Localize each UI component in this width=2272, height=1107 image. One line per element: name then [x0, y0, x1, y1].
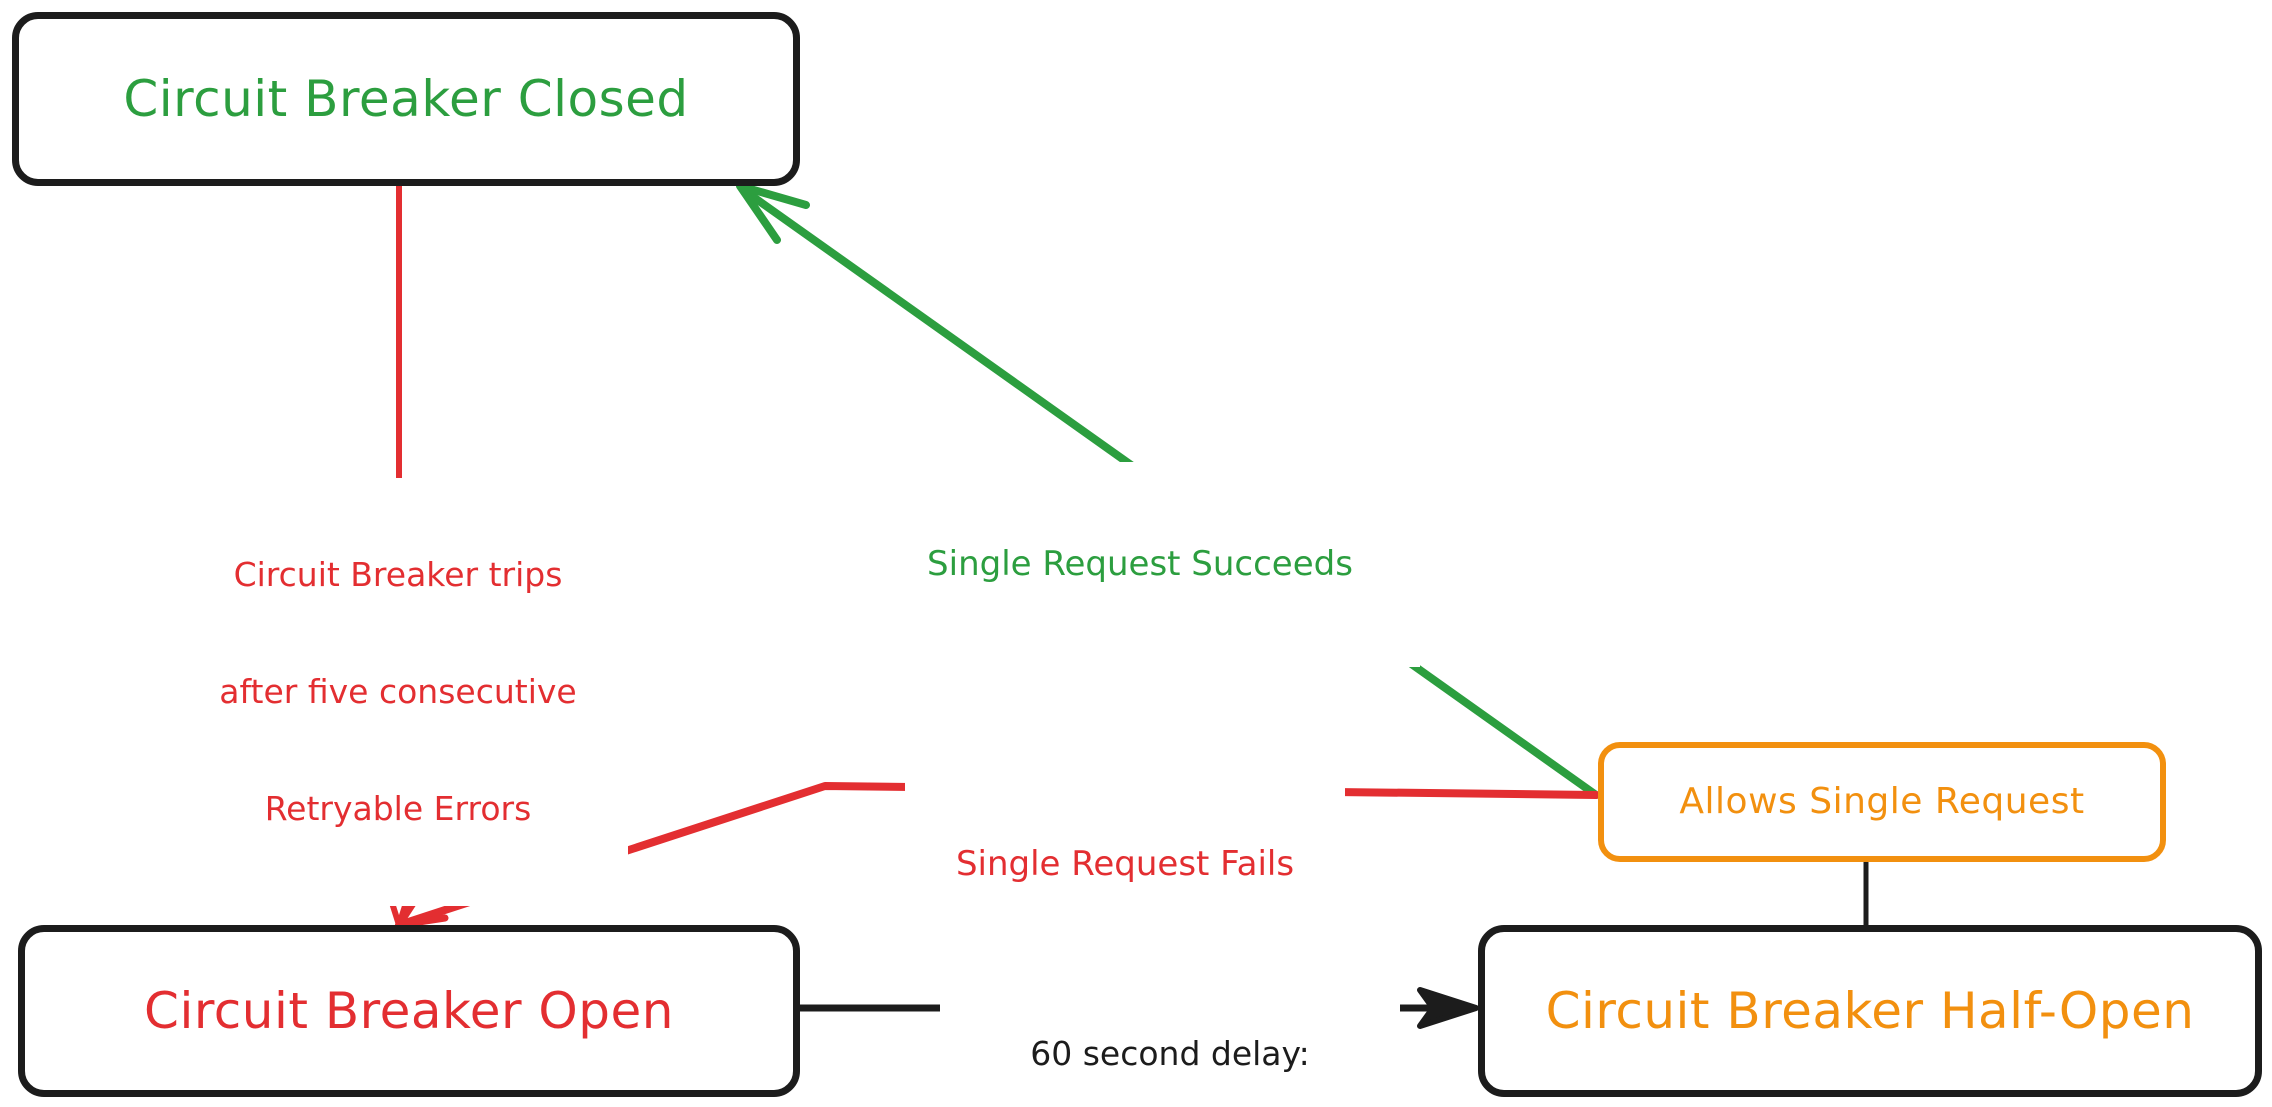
node-circuit-breaker-closed[interactable]: Circuit Breaker Closed	[12, 12, 800, 186]
edge-allows-to-closed-line	[748, 192, 1600, 799]
edge-label-open-to-half-open-line-1: 60 second delay:	[1030, 1033, 1310, 1073]
node-allows-single-request[interactable]: Allows Single Request	[1598, 742, 2166, 862]
edge-closed-to-open-arrowhead	[378, 865, 428, 928]
edge-label-allows-to-open-line-1: Single Request Fails	[955, 844, 1295, 885]
edge-closed-to-open	[378, 183, 428, 928]
edge-open-to-half-open-arrowhead	[1417, 987, 1479, 1029]
edge-allows-to-closed-arrowhead	[736, 182, 810, 244]
node-circuit-breaker-open[interactable]: Circuit Breaker Open	[18, 925, 800, 1097]
edge-allows-to-open	[395, 782, 1600, 929]
edge-allows-to-open-line	[395, 782, 1600, 929]
edge-label-allows-to-closed: Single Request Succeeds	[860, 462, 1420, 667]
node-allows-single-request-label: Allows Single Request	[1679, 781, 2085, 823]
edge-allows-to-open-arrowhead	[395, 881, 449, 929]
edge-label-allows-to-open: Single Request Fails	[905, 762, 1345, 967]
edge-label-closed-to-open: Circuit Breaker trips after five consecu…	[168, 478, 628, 907]
edge-label-closed-to-open-line-3: Retryable Errors	[264, 788, 532, 828]
node-circuit-breaker-half-open[interactable]: Circuit Breaker Half-Open	[1478, 925, 2262, 1097]
node-circuit-breaker-closed-label: Circuit Breaker Closed	[123, 69, 689, 128]
node-circuit-breaker-half-open-label: Circuit Breaker Half-Open	[1545, 981, 2195, 1040]
edge-allows-to-closed	[736, 182, 1600, 799]
edge-label-allows-to-closed-line-1: Single Request Succeeds	[927, 544, 1353, 585]
edge-open-to-half-open	[796, 987, 1479, 1029]
edge-label-closed-to-open-line-1: Circuit Breaker trips	[233, 554, 563, 594]
node-circuit-breaker-open-label: Circuit Breaker Open	[144, 981, 674, 1040]
edge-label-closed-to-open-line-2: after five consecutive	[219, 671, 577, 711]
edge-label-open-to-half-open: 60 second delay: No requests allowed	[940, 955, 1400, 1107]
